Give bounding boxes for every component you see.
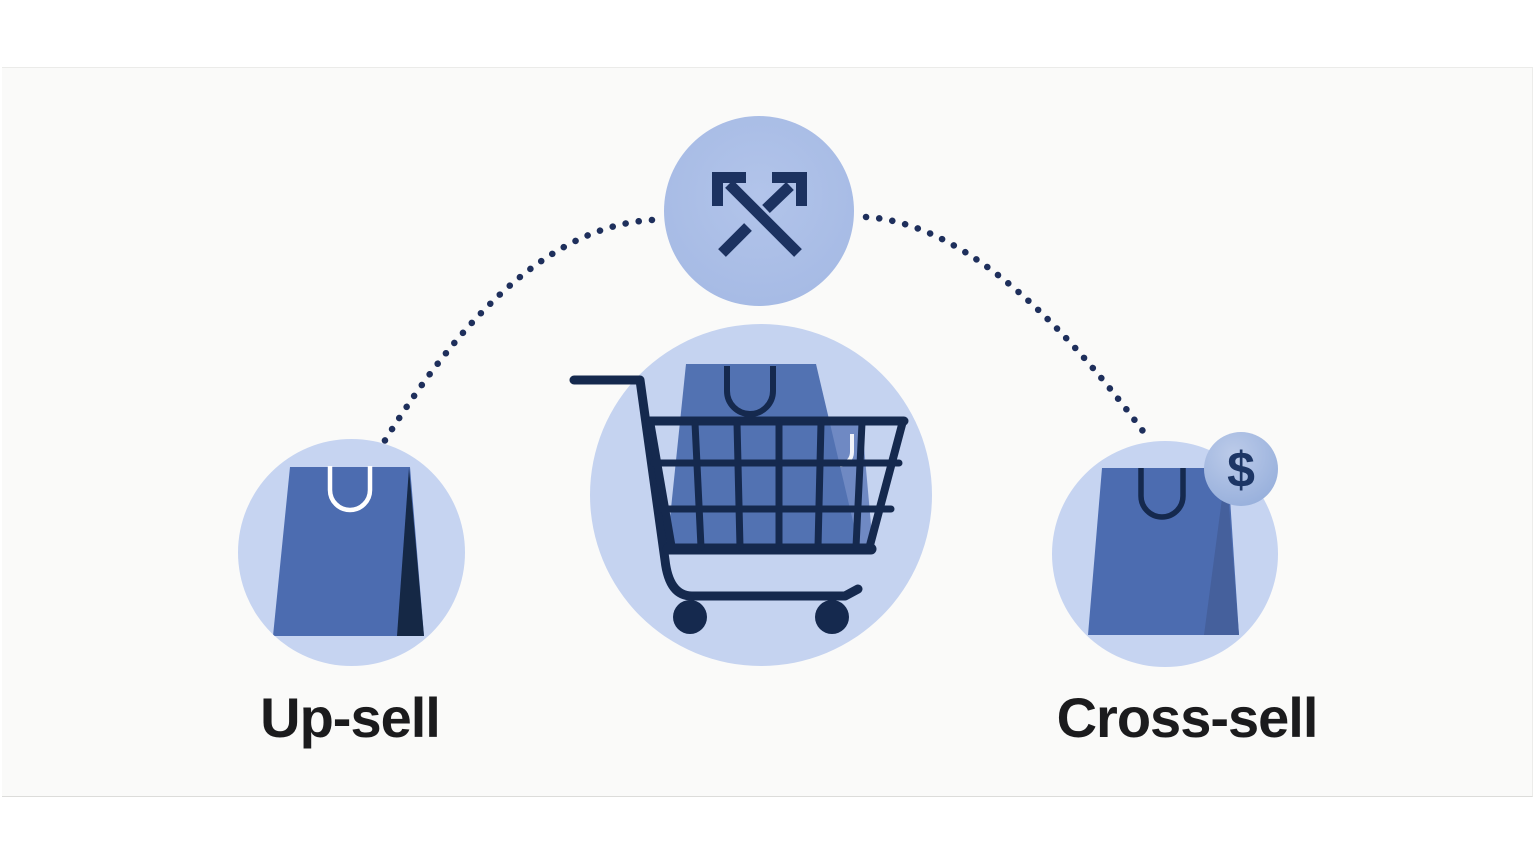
cart-handle-and-base (569, 375, 863, 601)
crosssell-bag-shadow (1204, 468, 1239, 635)
dotted-connector-right (862, 213, 1152, 442)
shopping-cart-icon (569, 375, 909, 634)
dollar-badge-circle (1204, 432, 1278, 506)
arrowhead-up-left (712, 172, 746, 206)
arrow-shaft-short-upper (762, 182, 794, 213)
crosssell-label: Cross-sell (1056, 686, 1319, 749)
crossed-arrows-node (664, 116, 854, 306)
dollar-badge-icon: $ (1204, 432, 1278, 506)
crossed-arrows-icon (712, 172, 807, 257)
shopping-bag-icon (1088, 468, 1239, 635)
arrowhead-up-right (772, 172, 807, 206)
upsell-label: Up-sell (260, 686, 441, 749)
cart-grid-v2 (733, 419, 744, 551)
cart-side-right (865, 417, 907, 553)
dollar-sign: $ (1227, 442, 1255, 498)
cart-side-left (646, 417, 676, 553)
crosssell-bag-body (1088, 468, 1239, 635)
cart-grid-v5 (852, 419, 866, 551)
cart-node (569, 324, 932, 666)
cart-grid-v1 (691, 419, 705, 551)
shopping-bag-icon (273, 466, 424, 636)
dotted-connector-left (380, 216, 656, 446)
arrow-shaft-short-lower (718, 223, 752, 257)
upsell-bag-body (273, 467, 424, 636)
upsell-node (238, 439, 465, 666)
crosssell-node: $ (1052, 432, 1278, 667)
upsell-bag-handle (327, 466, 373, 513)
bag-front-handle (724, 366, 776, 417)
arrow-shaft-long (725, 180, 802, 257)
upsell-bag-shadow (397, 468, 424, 636)
shopping-bag-in-cart-icon (667, 364, 873, 547)
bag-front (667, 364, 859, 547)
cart-wheel-right (815, 600, 849, 634)
crosssell-bag-handle (1138, 468, 1186, 520)
cart-grid-v4 (814, 419, 825, 551)
cart-wheel-left (673, 600, 707, 634)
